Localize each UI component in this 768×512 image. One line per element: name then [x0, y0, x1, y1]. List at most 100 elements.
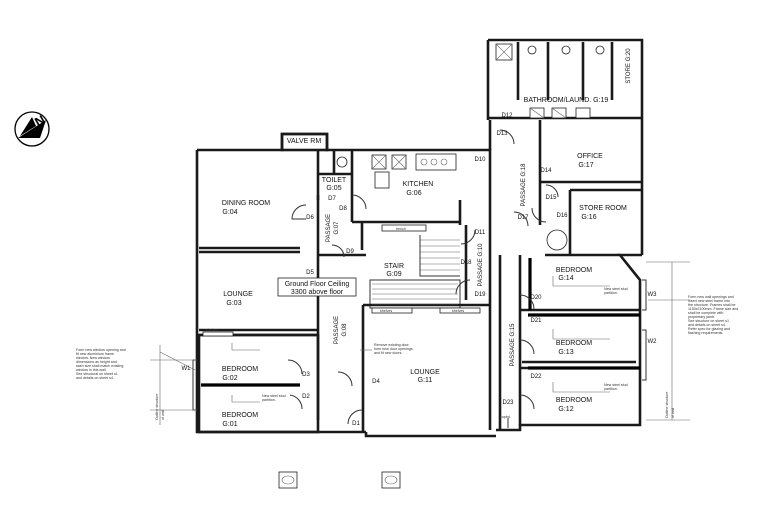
svg-text:and details on sheet s4.: and details on sheet s4. — [76, 376, 114, 380]
room-store-room-code: G:16 — [581, 214, 596, 221]
door-label-d10: D10 — [474, 157, 486, 163]
room-bedroom-12-code: G:12 — [558, 406, 573, 413]
svg-text:Outline structure: Outline structure — [155, 394, 159, 420]
svg-text:partition.: partition. — [604, 387, 618, 391]
room-passage-07-code: G:07 — [334, 221, 340, 235]
room-lounge-11-code: G:11 — [418, 377, 433, 384]
new-partitions — [201, 258, 640, 387]
svg-text:shall be complete with: shall be complete with — [688, 311, 723, 315]
svg-text:1150x2100mm. Frame size and: 1150x2100mm. Frame size and — [688, 307, 738, 311]
bottom-symbols — [278, 471, 401, 489]
door-label-d1: D1 — [352, 421, 360, 427]
svg-text:New steel stud: New steel stud — [262, 394, 286, 398]
door-labels: D1 D2 D3 D4 D5 D6 D7 D8 D9 D10 D11 D12 D… — [302, 113, 568, 427]
svg-text:See structure on sheet s1: See structure on sheet s1 — [688, 319, 729, 323]
svg-text:partition.: partition. — [604, 291, 618, 295]
room-store-room-name: STORE ROOM — [579, 205, 627, 212]
room-passage-18-label: PASSAGE G:18 — [521, 163, 527, 207]
door-label-d16: D16 — [556, 213, 568, 219]
room-store-20-label: STORE G:20 — [626, 48, 632, 84]
dimension-lines — [150, 261, 690, 425]
door-label-d19: D19 — [474, 292, 486, 298]
door-label-d12: D12 — [501, 113, 513, 119]
room-toilet-name: TOILET — [322, 177, 347, 184]
svg-text:the structure. Frames shall be: the structure. Frames shall be — [688, 303, 736, 307]
room-office-code: G:17 — [578, 162, 593, 169]
north-arrow-icon: N — [14, 111, 50, 147]
svg-text:dimensions as height and: dimensions as height and — [76, 360, 117, 364]
room-bedroom-13-code: G:13 — [558, 349, 573, 356]
note-stud-left: New steel stud partition. — [262, 394, 286, 402]
svg-text:sash size shall match existing: sash size shall match existing — [76, 364, 123, 368]
room-passage-07-name: PASSAGE — [326, 214, 332, 242]
room-labels: DINING ROOM G:04 LOUNGE G:03 BEDROOM G:0… — [222, 48, 632, 428]
door-label-d3: D3 — [302, 372, 310, 378]
window-label-w1: W1 — [182, 366, 192, 372]
door-label-d8: D8 — [339, 206, 347, 212]
door-label-d23: D23 — [502, 400, 514, 406]
bedroom-block-left — [197, 333, 320, 434]
window-label-w2: W2 — [648, 339, 658, 345]
bench-label: bench — [396, 227, 406, 231]
room-kitchen-name: KITCHEN — [403, 181, 434, 188]
door-label-d15: D15 — [545, 195, 557, 201]
svg-text:Refer spec for glazing and: Refer spec for glazing and — [688, 327, 730, 331]
door-label-d14: D14 — [540, 168, 552, 174]
svg-text:window in this wall.: window in this wall. — [76, 368, 107, 372]
svg-text:form new door openings: form new door openings — [374, 347, 413, 351]
svg-text:See structural on sheet s1: See structural on sheet s1 — [76, 372, 118, 376]
room-passage-10-label: PASSAGE G:10 — [478, 243, 484, 287]
room-kitchen-code: G:06 — [406, 190, 421, 197]
room-passage-15-label: PASSAGE G:15 — [510, 323, 516, 367]
fixtures — [202, 43, 610, 403]
svg-text:Remove existing door,: Remove existing door, — [374, 343, 410, 347]
room-toilet-code: G:05 — [326, 185, 341, 192]
door-label-d2: D2 — [302, 394, 310, 400]
svg-text:New steel stud: New steel stud — [604, 287, 628, 291]
window-labels: W1 W2 W3 — [182, 292, 658, 372]
note-right: Form new wall openings and insert new st… — [688, 295, 738, 335]
note-dimensions: Outline structure of wall Outline struct… — [155, 392, 675, 420]
door-label-d6: D6 — [306, 215, 314, 221]
ceiling-note-box — [277, 277, 357, 297]
door-label-d7: D7 — [328, 196, 336, 202]
svg-text:Form new window opening and: Form new window opening and — [76, 348, 126, 352]
outer-walls — [195, 38, 644, 438]
ceiling-note-line2: 3300 above floor — [291, 289, 344, 296]
room-lounge-03-name: LOUNGE — [223, 291, 253, 298]
svg-text:and details on sheet s4.: and details on sheet s4. — [688, 323, 726, 327]
room-bedroom-01-code: G:01 — [222, 421, 237, 428]
door-label-d11: D11 — [475, 230, 486, 236]
room-lounge-11-name: LOUNGE — [410, 369, 440, 376]
room-bedroom-14-name: BEDROOM — [556, 267, 592, 274]
room-bedroom-13-name: BEDROOM — [556, 340, 592, 347]
room-bedroom-14-code: G:14 — [558, 275, 573, 282]
room-dining-name: DINING ROOM — [222, 200, 270, 207]
note-mid: Remove existing door, form new door open… — [374, 343, 413, 355]
note-left: Form new window opening and fit new alum… — [76, 348, 126, 380]
svg-text:Form new wall openings and: Form new wall openings and — [688, 295, 734, 299]
shelves-left-label: shelves — [206, 328, 218, 332]
svg-text:of wall: of wall — [161, 410, 165, 420]
room-bathroom-label: BATHROOM/LAUND. G:19 — [524, 97, 609, 104]
svg-text:proprietary jamb.: proprietary jamb. — [688, 315, 715, 319]
room-stair-name: STAIR — [384, 263, 404, 270]
door-label-d17: D17 — [517, 215, 529, 221]
door-label-d5: D5 — [306, 270, 314, 276]
room-lounge-03-code: G:03 — [226, 300, 241, 307]
svg-text:Outline structure: Outline structure — [665, 392, 669, 418]
room-valve-label: VALVE RM — [287, 138, 322, 145]
svg-text:and fit new doors.: and fit new doors. — [374, 351, 402, 355]
svg-text:of wall: of wall — [671, 408, 675, 418]
room-bedroom-02-name: BEDROOM — [222, 366, 258, 373]
door-swings — [287, 129, 559, 428]
window-label-w3: W3 — [648, 292, 658, 298]
svg-text:flashing requirements.: flashing requirements. — [688, 331, 723, 335]
svg-text:partition.: partition. — [262, 398, 276, 402]
shelves-mid-1-label: shelves — [380, 309, 392, 313]
svg-text:insert new steel frame into: insert new steel frame into — [688, 299, 730, 303]
door-label-d20: D20 — [530, 295, 542, 301]
door-label-d9: D9 — [346, 249, 354, 255]
room-bedroom-12-name: BEDROOM — [556, 397, 592, 404]
